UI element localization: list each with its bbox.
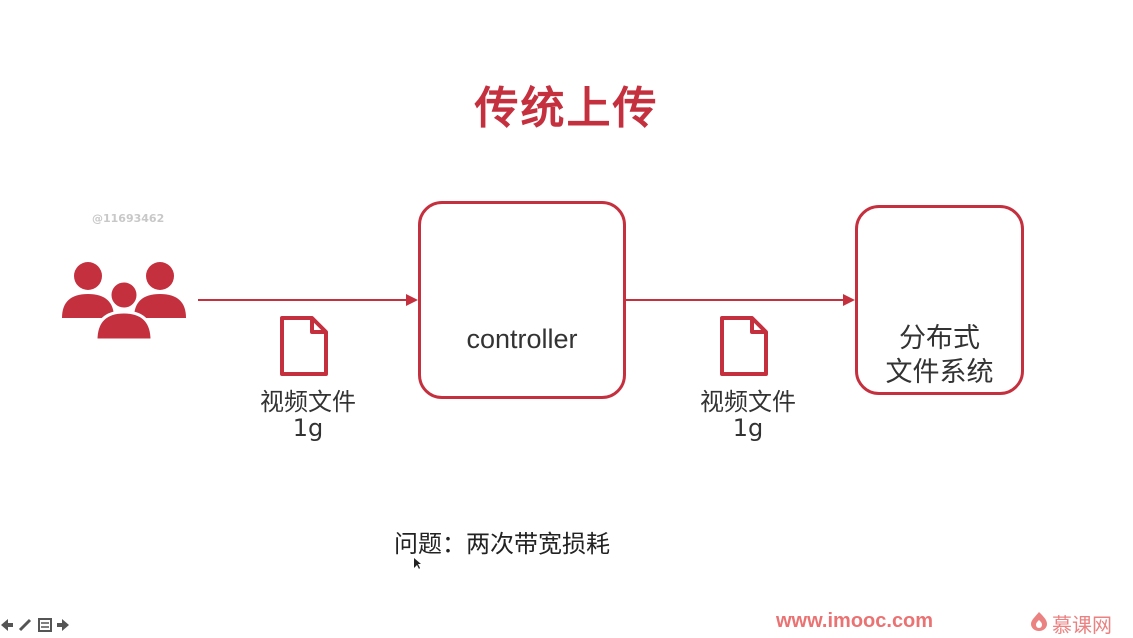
user-watermark: @11693462: [92, 212, 165, 225]
arrow-controller-to-dfs: [626, 294, 855, 306]
distributed-fs-label-line2: 文件系统: [885, 357, 994, 388]
mouse-cursor-icon: [414, 558, 421, 569]
slide-title: 传统上传: [474, 83, 659, 134]
file-left-name: 视频文件: [260, 388, 356, 416]
next-icon[interactable]: [56, 618, 70, 632]
controller-label: controller: [466, 324, 578, 354]
site-url: www.imooc.com: [776, 610, 934, 632]
file-icon: [720, 316, 768, 376]
file-left-size: 1g: [292, 414, 324, 442]
pen-icon[interactable]: [18, 618, 32, 632]
prev-icon[interactable]: [0, 618, 14, 632]
menu-icon[interactable]: [38, 618, 52, 632]
slide-toolbar: [0, 618, 80, 634]
brand-flame-icon: [1031, 612, 1047, 631]
users-icon: [62, 262, 186, 342]
file-icon: [280, 316, 328, 376]
distributed-fs-label-line1: 分布式: [899, 323, 980, 354]
file-right-size: 1g: [732, 414, 764, 442]
controller-box: [418, 201, 626, 399]
file-right-name: 视频文件: [700, 388, 796, 416]
distributed-fs-box: [855, 205, 1024, 395]
problem-statement: 问题：两次带宽损耗: [394, 530, 610, 558]
arrow-users-to-controller: [198, 294, 418, 306]
brand-name: 慕课网: [1052, 613, 1112, 637]
